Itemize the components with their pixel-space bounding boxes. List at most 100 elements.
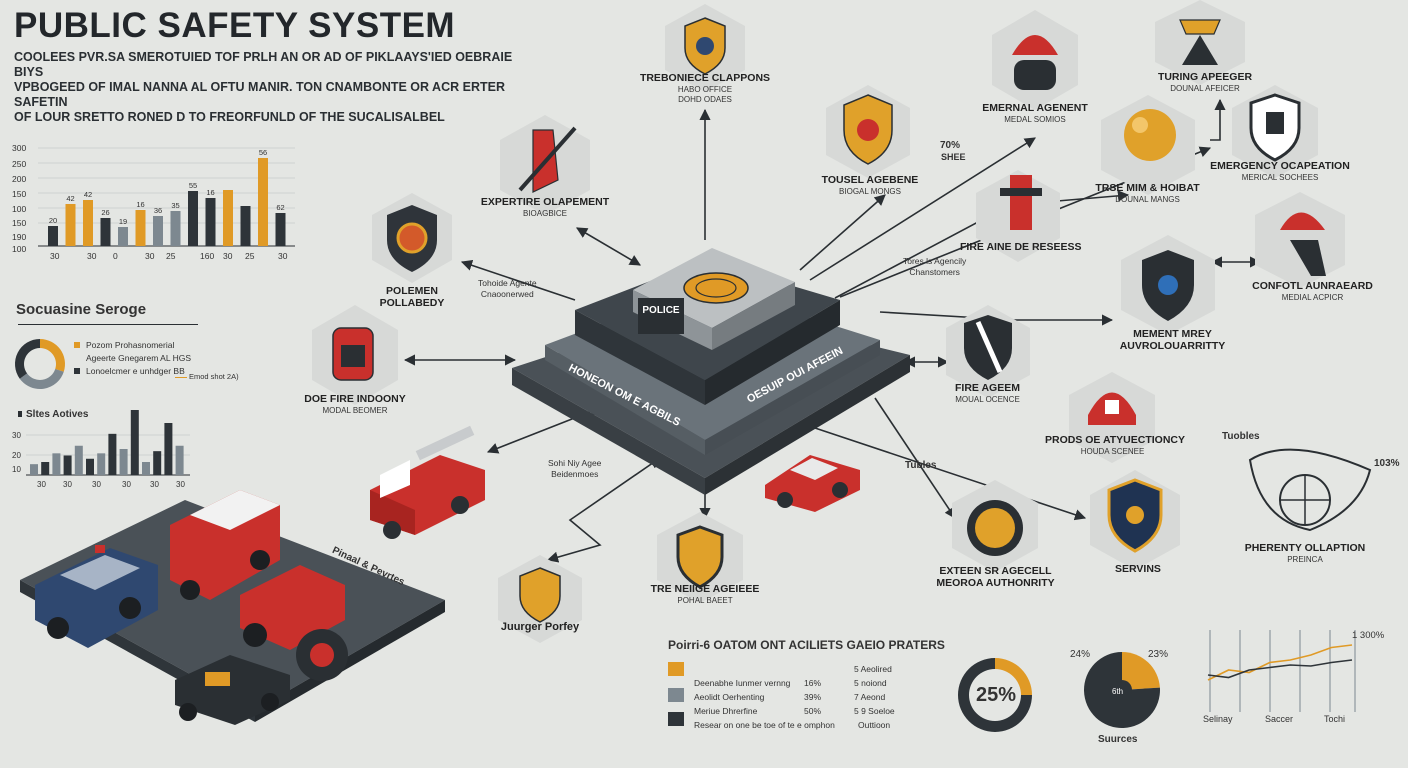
node-title: TRE NEIIGE AGEIEEE (650, 583, 760, 595)
fire-hydrant-pole-icon (976, 170, 1060, 262)
node-tresmim[interactable]: TRSE MIM & HOIBAT DOUNAL MANGS (1085, 182, 1210, 204)
node-sub: MODAL BEOMER (322, 406, 388, 415)
node-turing[interactable]: TURING APEEGER DOUNAL AFEICER (1150, 71, 1260, 93)
node-title: PHERENTY OLLAPTION (1244, 542, 1366, 554)
sheriff-badge-icon (826, 85, 910, 178)
node-title: TRSE MIM & HOIBAT (1095, 182, 1200, 194)
bar-xlabel: 30 (145, 251, 155, 261)
node-doefire[interactable]: DOE FIRE INDOONY MODAL BEOMER (290, 393, 420, 415)
bar-mark (118, 227, 128, 246)
sites-bar-mark (41, 462, 50, 475)
node-polemen[interactable]: POLEMEN POLLABEDY (362, 285, 462, 309)
node-sub: MEDIAL ACPICR (1281, 293, 1344, 302)
bar-chart-bars (48, 158, 286, 246)
sites-ytick: 20 (12, 451, 21, 460)
bar-ytick: 100 (12, 204, 26, 214)
storage-note-marker (175, 377, 187, 378)
node-sub: BIOAGBICE (522, 209, 567, 218)
sites-bar-mark (97, 453, 106, 475)
sites-xlabel: 30 (37, 480, 46, 489)
arrow-emernal (809, 137, 1036, 281)
node-fireaine[interactable]: FIRE AINE DE RESEESS (960, 241, 1082, 253)
node-treshoniece[interactable]: TREBONIECE CLAPPONS HABO OFFICE DOHD ODA… (625, 72, 785, 104)
pct-right: 103% (1374, 458, 1400, 469)
node-title: MEMENT MREY (1133, 328, 1212, 340)
node-confortl[interactable]: CONFOTL AUNRAEARD MEDIAL ACPICR (1245, 280, 1380, 302)
officer-cap-icon (1155, 0, 1245, 85)
line-chart-top-label: 1 300% (1352, 630, 1385, 641)
node-servins[interactable]: SERVINS (1098, 563, 1178, 575)
bottom-legend-swatches (668, 662, 684, 726)
donut-src-caption: Suurces (1098, 734, 1138, 745)
node-fireagem[interactable]: FIRE AGEEM MOUAL OCENCE (935, 382, 1040, 404)
bar-ytick: 200 (12, 174, 26, 184)
bar-mark (83, 200, 93, 246)
bar-ytick: 150 (12, 189, 26, 199)
ambulance-icon (170, 490, 280, 600)
storage-legend-item: Pozom Prohasnomerial (74, 338, 191, 351)
bar-chart-grid (38, 147, 295, 247)
agency-badge-icon (657, 512, 743, 603)
bar-ytick: 100 (12, 244, 26, 254)
central-hub[interactable] (512, 248, 910, 495)
page-title: PUBLIC SAFETY SYSTEM (14, 6, 456, 45)
intro-line: COOLEES PVR.SA SMEROTUIED TOF PRLH AN OR… (14, 50, 513, 79)
gold-badge-icon (498, 555, 582, 643)
node-trenelice[interactable]: TRE NEIIGE AGEIEEE POHAL BAEET (640, 583, 770, 605)
node-emernal[interactable]: EMERNAL AGENENT MEDAL SOMIOS (975, 102, 1095, 124)
intro-text: COOLEES PVR.SA SMEROTUIED TOF PRLH AN OR… (14, 50, 534, 125)
node-toushel[interactable]: TOUSEL AGEBENE BIOGAL MONGS (805, 174, 935, 196)
node-expertise[interactable]: EXPERTIRE OLAPEMENT BIOAGBICE (470, 196, 620, 218)
emergency-crest-icon (1232, 85, 1318, 178)
bottom-legend-row: Resear on one be toe of te e omphon Outt… (694, 718, 895, 732)
tores-annotation: Tores ls Agencily Chanstomers (903, 256, 966, 278)
donut-src-center: 6th (1112, 687, 1124, 696)
donut-25 (958, 658, 1032, 732)
node-sub: PREINCA (1287, 555, 1323, 564)
sites-bar-mark (63, 455, 72, 475)
bottom-legend-row: Deenabhe Iunmer vernng 16% 5 noiond (694, 676, 895, 690)
row-pct: 16% (804, 678, 822, 688)
bottom-legend-title: Poirri-6 OATOM ONT ACILIETS GAEIO PRATER… (668, 638, 945, 652)
node-title: EMERNAL AGENENT (982, 102, 1088, 114)
fleet-platform (20, 490, 445, 725)
bar-xlabel: 30 (223, 251, 233, 261)
storage-legend-label: Lonoelcmer e unhdger BB (86, 365, 185, 376)
bar-ytick: 250 (12, 159, 26, 169)
donut-slice (14, 339, 40, 379)
donut-sources (1084, 652, 1160, 728)
bar-mark (48, 226, 58, 246)
storage-legend-item: Lonoelcmer e unhdger BB (74, 364, 191, 377)
sites-bar-mark (142, 462, 150, 475)
bar-xlabel: 25 (245, 251, 255, 261)
medical-seal-icon (952, 480, 1038, 572)
police-shield-icon (372, 193, 452, 283)
node-juurger[interactable]: Juurger Porfey (480, 621, 600, 633)
firefighter-helmet-icon (992, 10, 1078, 110)
node-emergency-occ[interactable]: EMERGENCY OCAPEATION MERICAL SOCHEES (1205, 160, 1355, 182)
line-series-0 (1207, 644, 1353, 681)
donut-slice (19, 368, 64, 389)
node-pherenty[interactable]: PHERENTY OLLAPTION PREINCA (1230, 542, 1380, 564)
bar-ytick: 300 (12, 143, 26, 153)
bottom-legend-row: Aeolidt Oerhenting 39% 7 Aeond (694, 690, 895, 704)
node-sub: MEDAL SOMIOS (1004, 115, 1066, 124)
bar-xlabel: 30 (87, 251, 97, 261)
bar-mark (170, 211, 181, 246)
node-title: TREBONIECE CLAPPONS (639, 72, 771, 84)
node-sub: MOUAL OCENCE (955, 395, 1020, 404)
donut-src-left-pct: 24% (1070, 649, 1091, 660)
line-xlabel: Saccer (1265, 714, 1294, 724)
arrow-expertise (576, 227, 641, 266)
node-prodas[interactable]: PRODS OE ATYUECTIONCY HOUDA SCENEE (1045, 434, 1185, 456)
sites-xlabel: 30 (92, 480, 101, 489)
utility-vehicle-icon (175, 655, 290, 725)
sites-bar-mark (164, 423, 173, 475)
row-label: Deenabhe Iunmer vernng (694, 678, 791, 688)
row-pct: 39% (804, 692, 822, 702)
tubles-right: Tuobles (1222, 431, 1260, 442)
bar-data-label: 35 (171, 201, 179, 210)
bar-xlabel: 30 (50, 251, 60, 261)
node-mement[interactable]: MEMENT MREY AUVROLOUARRITTY (1110, 328, 1235, 352)
node-exteen[interactable]: EXTEEN SR AGECELL MEOROA AUTHONRITY (928, 565, 1063, 589)
